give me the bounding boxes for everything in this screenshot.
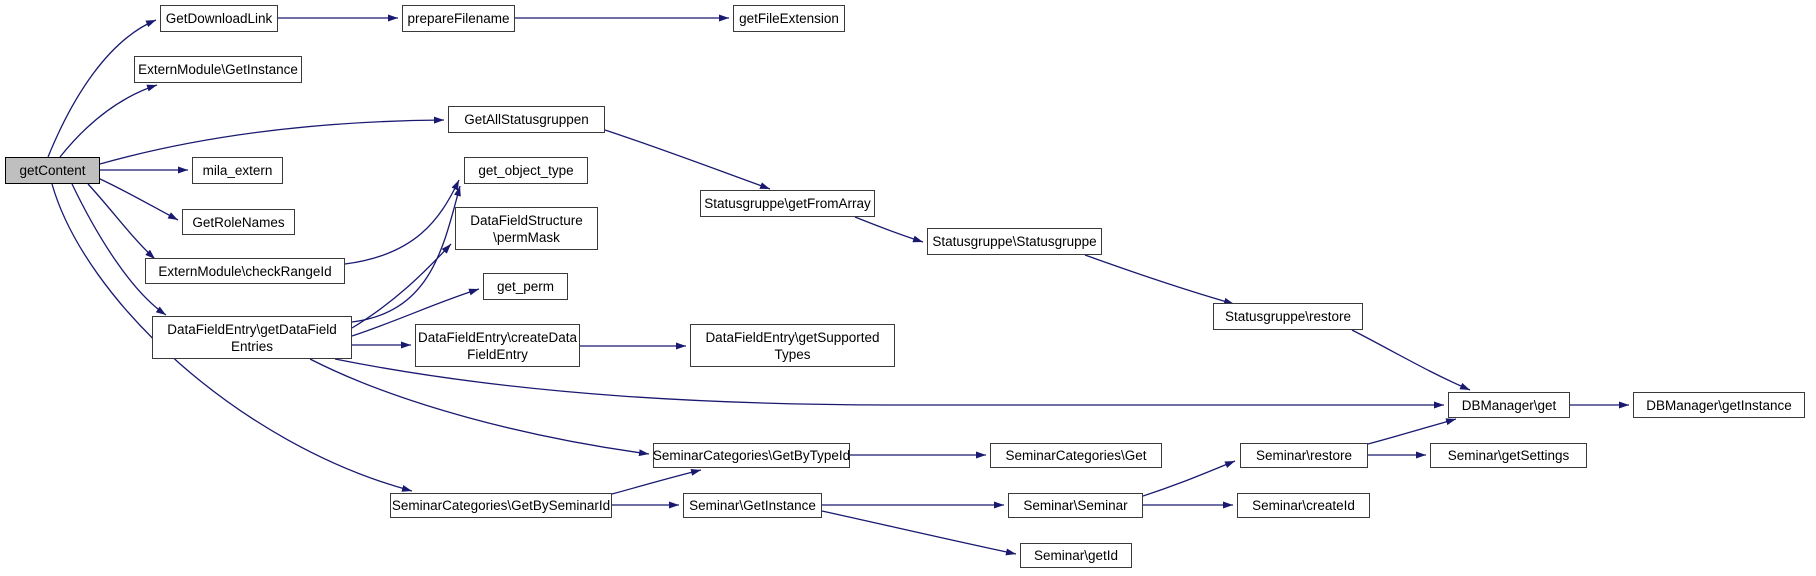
edge-GetAllStatusgruppen-to-Statusgruppe_getFromArray — [604, 129, 771, 190]
node-label: Statusgruppe\restore — [1224, 309, 1352, 324]
node-label: getFileExtension — [739, 11, 839, 26]
graph-node-Statusgruppe_Statusgruppe[interactable]: Statusgruppe\Statusgruppe — [927, 228, 1102, 255]
node-label: DataFieldEntry\createData — [417, 329, 578, 345]
node-label: GetAllStatusgruppen — [464, 112, 589, 127]
graph-node-Seminar_createId[interactable]: Seminar\createId — [1237, 493, 1370, 518]
edge-getContent-to-SeminarCategories_GetBySeminarId — [51, 183, 413, 492]
edge-ExternModule_checkRangeId-to-get_object_type — [344, 179, 460, 265]
node-label: Statusgruppe\Statusgruppe — [932, 234, 1097, 249]
edge-DataFieldEntry_getDataFieldEntries-to-DataFieldStructure_permMask — [351, 243, 452, 329]
graph-node-ExternModule_checkRangeId[interactable]: ExternModule\checkRangeId — [145, 258, 345, 284]
node-label: SeminarCategories\GetBySeminarId — [391, 498, 611, 513]
graph-node-get_perm[interactable]: get_perm — [483, 273, 568, 300]
node-label: get_object_type — [478, 163, 574, 178]
node-label: DataFieldStructure — [470, 212, 583, 228]
node-label: GetRoleNames — [192, 214, 285, 230]
node-label: DBManager\getInstance — [1646, 397, 1792, 413]
edge-Statusgruppe_restore-to-DBManager_get — [1351, 329, 1471, 391]
edge-DataFieldEntry_getDataFieldEntries-to-get_object_type — [351, 185, 461, 323]
node-label: Seminar\restore — [1255, 448, 1353, 463]
edge-Seminar_Seminar-to-Seminar_restore — [1142, 460, 1236, 497]
graph-node-DataFieldStructure_permMask[interactable]: DataFieldStructure\permMask — [455, 207, 598, 250]
graph-node-get_object_type[interactable]: get_object_type — [464, 157, 588, 184]
graph-node-prepareFilename[interactable]: prepareFilename — [402, 5, 515, 32]
node-label: mila_extern — [202, 163, 273, 178]
graph-node-DBManager_getInstance[interactable]: DBManager\getInstance — [1633, 392, 1805, 418]
graph-node-GetRoleNames[interactable]: GetRoleNames — [182, 209, 295, 235]
graph-node-getContent[interactable]: getContent — [5, 157, 100, 184]
edge-getContent-to-GetAllStatusgruppen — [99, 116, 445, 165]
node-label: \permMask — [493, 229, 560, 245]
edge-DataFieldEntry_getDataFieldEntries-to-SeminarCategories_GetByTypeId — [309, 358, 650, 457]
node-label: Seminar\Seminar — [1023, 498, 1128, 513]
node-label: Seminar\getSettings — [1447, 448, 1570, 463]
graph-node-ExternModule_GetInstance[interactable]: ExternModule\GetInstance — [134, 56, 302, 83]
edge-getContent-to-ExternModule_checkRangeId — [87, 183, 156, 260]
graph-node-Seminar_restore[interactable]: Seminar\restore — [1240, 443, 1368, 468]
graph-node-Seminar_Seminar[interactable]: Seminar\Seminar — [1008, 493, 1143, 518]
graph-node-Seminar_GetInstance[interactable]: Seminar\GetInstance — [683, 493, 822, 518]
graph-node-Seminar_getSettings[interactable]: Seminar\getSettings — [1430, 443, 1587, 468]
graph-node-Statusgruppe_restore[interactable]: Statusgruppe\restore — [1213, 303, 1363, 330]
graph-node-SeminarCategories_GetByTypeId[interactable]: SeminarCategories\GetByTypeId — [653, 443, 850, 468]
edge-SeminarCategories_GetBySeminarId-to-SeminarCategories_GetByTypeId — [611, 468, 702, 495]
node-label: DBManager\get — [1461, 397, 1557, 413]
node-label: SeminarCategories\GetByTypeId — [652, 448, 851, 463]
graph-node-DBManager_get[interactable]: DBManager\get — [1448, 392, 1570, 418]
graph-node-GetDownloadLink[interactable]: GetDownloadLink — [160, 5, 278, 32]
node-label: Seminar\createId — [1252, 498, 1355, 513]
edge-getContent-to-ExternModule_GetInstance — [59, 84, 158, 158]
edge-getContent-to-GetRoleNames — [97, 177, 179, 221]
graph-node-mila_extern[interactable]: mila_extern — [192, 157, 283, 184]
edge-DataFieldEntry_getDataFieldEntries-to-get_perm — [351, 288, 480, 337]
node-label: Statusgruppe\getFromArray — [704, 196, 871, 211]
node-label: ExternModule\GetInstance — [138, 62, 298, 77]
edge-DataFieldEntry_getDataFieldEntries-to-DBManager_get — [334, 358, 1444, 409]
graph-node-GetAllStatusgruppen[interactable]: GetAllStatusgruppen — [448, 106, 605, 133]
edge-Seminar_restore-to-DBManager_get — [1367, 418, 1457, 445]
node-label: ExternModule\checkRangeId — [158, 263, 332, 279]
node-label: DataFieldEntry\getSupported — [705, 329, 880, 345]
node-label: Seminar\getId — [1033, 548, 1119, 563]
graph-node-getFileExtension[interactable]: getFileExtension — [733, 5, 845, 32]
node-label: prepareFilename — [407, 11, 510, 26]
node-label: FieldEntry — [467, 346, 528, 362]
node-label: Seminar\GetInstance — [689, 498, 816, 513]
node-label: get_perm — [496, 279, 555, 294]
edge-Statusgruppe_getFromArray-to-Statusgruppe_Statusgruppe — [854, 216, 924, 243]
edge-getContent-to-DataFieldEntry_getDataFieldEntries — [71, 183, 167, 316]
graph-node-SeminarCategories_Get[interactable]: SeminarCategories\Get — [990, 443, 1162, 468]
graph-node-SeminarCategories_GetBySeminarId[interactable]: SeminarCategories\GetBySeminarId — [390, 493, 612, 518]
node-label: getContent — [19, 163, 86, 178]
graph-node-Statusgruppe_getFromArray[interactable]: Statusgruppe\getFromArray — [700, 190, 875, 217]
node-label: SeminarCategories\Get — [1005, 448, 1147, 463]
edge-Seminar_GetInstance-to-Seminar_getId — [821, 510, 1017, 556]
node-label: DataFieldEntry\getDataField — [167, 321, 337, 337]
node-label: Types — [774, 346, 811, 362]
node-label: GetDownloadLink — [165, 11, 273, 26]
node-label: Entries — [230, 338, 274, 354]
edge-getContent-to-GetDownloadLink — [47, 19, 157, 158]
graph-node-Seminar_getId[interactable]: Seminar\getId — [1020, 543, 1132, 568]
edge-Statusgruppe_Statusgruppe-to-Statusgruppe_restore — [1084, 254, 1235, 305]
